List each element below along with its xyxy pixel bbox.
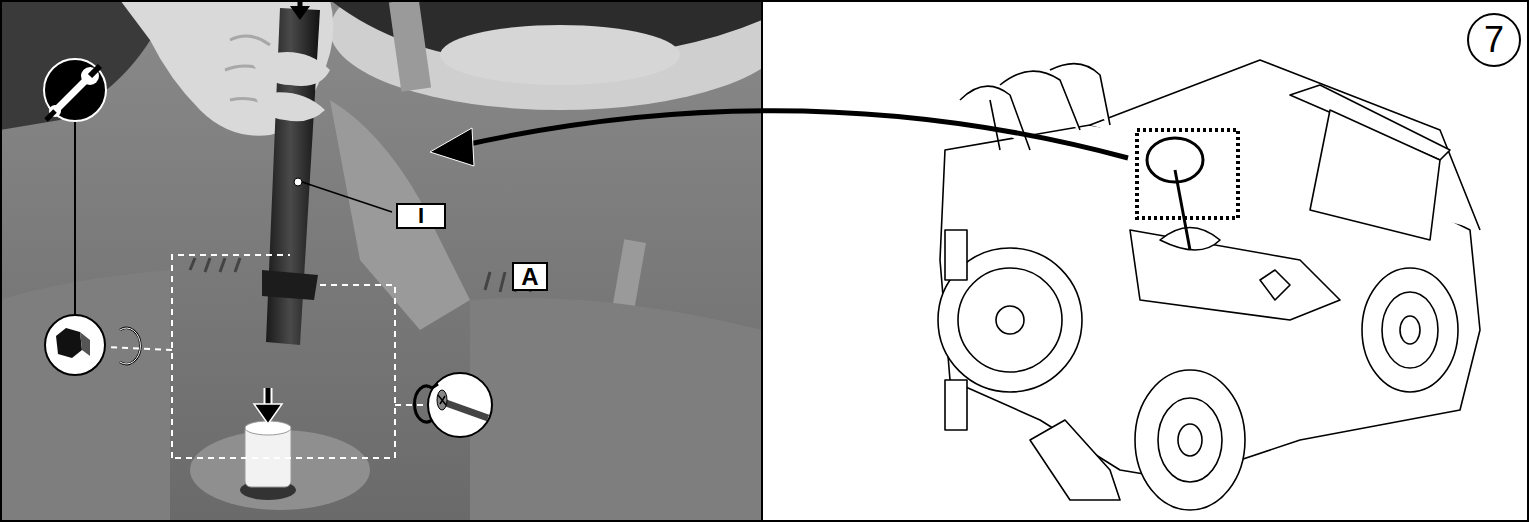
part-letter: A [512,262,548,291]
screw-icon [415,373,492,437]
nut-icon [45,315,140,375]
part-letter: I [396,203,446,229]
detail-arrow [460,111,1128,158]
step-number: 7 [1467,13,1521,67]
photo [0,0,762,522]
car-drawing [938,60,1480,510]
detail-frame [1137,130,1238,218]
wrench-icon [44,59,106,121]
